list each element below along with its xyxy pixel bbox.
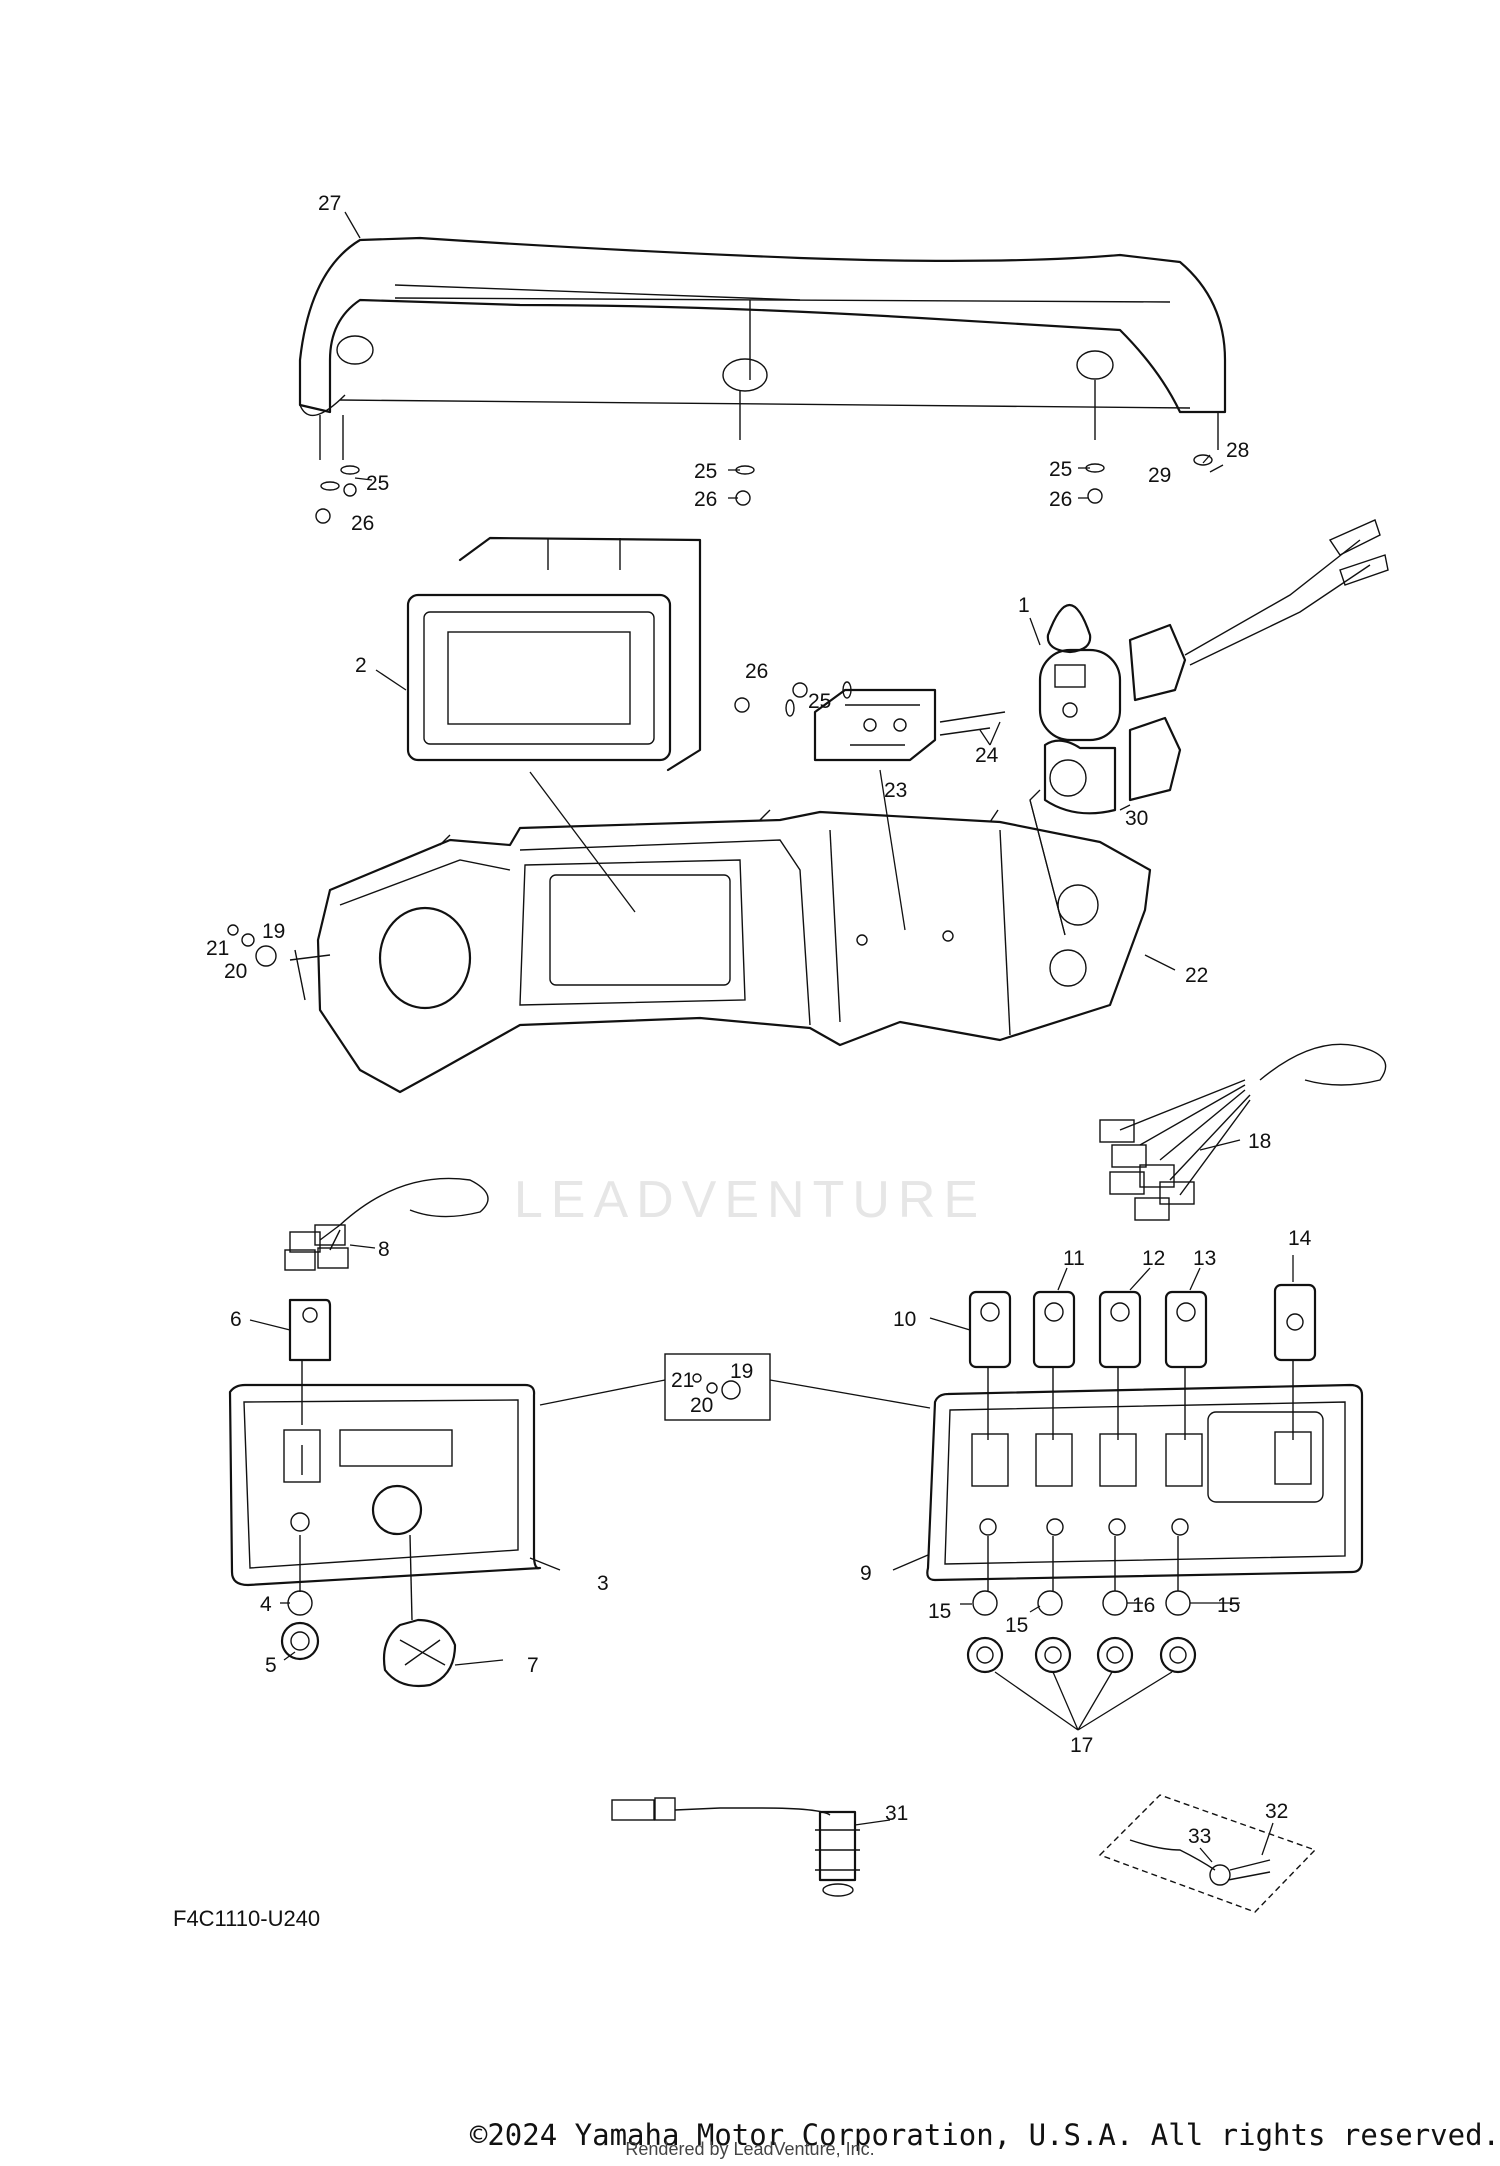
- callout-28: 28: [1226, 439, 1249, 462]
- callout-20: 20: [224, 960, 247, 983]
- callout-29: 29: [1148, 464, 1171, 487]
- part-23-bracket: [734, 681, 1006, 762]
- callout-26: 26: [745, 660, 768, 683]
- watermark-text: LEADVENTURE: [513, 1171, 987, 1229]
- callout-32: 32: [1265, 1800, 1288, 1823]
- part-8-harness: [284, 1177, 489, 1271]
- rendered-by-notice: Rendered by LeadVenture, Inc.: [625, 2139, 875, 2159]
- callout-10: 10: [893, 1308, 916, 1331]
- callout-4: 4: [260, 1593, 272, 1616]
- callout-23: 23: [884, 779, 907, 802]
- callout-26: 26: [351, 512, 374, 535]
- callout-21: 21: [671, 1369, 694, 1392]
- callout-26: 26: [694, 488, 717, 511]
- callout-21: 21: [206, 937, 229, 960]
- callout-19: 19: [730, 1360, 753, 1383]
- callout-26: 26: [1049, 488, 1072, 511]
- part-18-harness: [1099, 1043, 1387, 1221]
- part-19-20-21-hardware-a: [227, 924, 277, 967]
- part-27-handle: [298, 236, 1227, 460]
- callout-1: 1: [1018, 594, 1030, 617]
- part-22-dash-panel: [289, 809, 1152, 1094]
- callout-14: 14: [1288, 1227, 1312, 1250]
- leader-lines: [249, 211, 1294, 1863]
- callout-25: 25: [366, 472, 389, 495]
- part-2-display: [406, 536, 702, 772]
- callout-12: 12: [1142, 1247, 1165, 1270]
- part-25-26-hardware: [315, 454, 1213, 524]
- callout-5: 5: [265, 1654, 277, 1677]
- callout-labels: 27 25 26 25 26 25 26 28 29 2 26 25 23 24…: [206, 192, 1312, 1848]
- callout-24: 24: [975, 744, 999, 767]
- callout-25: 25: [694, 460, 717, 483]
- callout-2: 2: [355, 654, 367, 677]
- callout-25: 25: [1049, 458, 1072, 481]
- callout-11: 11: [1063, 1247, 1085, 1270]
- callout-15: 15: [928, 1600, 951, 1623]
- callout-30: 30: [1125, 807, 1148, 830]
- part-4-5-7-knobs: [280, 1534, 457, 1688]
- callout-19: 19: [262, 920, 285, 943]
- part-30-12v-outlet: [1043, 716, 1182, 815]
- callout-31: 31: [885, 1802, 908, 1825]
- callout-9: 9: [860, 1562, 872, 1585]
- callout-33: 33: [1188, 1825, 1211, 1848]
- callout-16: 16: [1132, 1594, 1155, 1617]
- parts-10-14-switches: [968, 1283, 1317, 1440]
- callout-27: 27: [318, 192, 341, 215]
- callout-7: 7: [527, 1654, 539, 1677]
- part-31-cable: [611, 1797, 860, 1897]
- part-32-33-kit: [1098, 1794, 1317, 1913]
- callout-15: 15: [1217, 1594, 1240, 1617]
- callout-17: 17: [1070, 1734, 1093, 1757]
- part-9-right-panel: [926, 1383, 1364, 1582]
- callout-25: 25: [808, 690, 831, 713]
- part-19-20-21-hardware-b: [539, 1353, 931, 1421]
- callout-8: 8: [378, 1238, 390, 1261]
- parts-15-16-17-knobs: [966, 1536, 1197, 1731]
- part-1-usb-outlet: [1038, 519, 1389, 742]
- diagram-code: F4C1110-U240: [173, 1906, 321, 1931]
- callout-13: 13: [1193, 1247, 1216, 1270]
- callout-18: 18: [1248, 1130, 1271, 1153]
- part-3-left-panel: [228, 1383, 542, 1587]
- callout-3: 3: [597, 1572, 609, 1595]
- part-6-switch: [288, 1298, 332, 1425]
- callout-22: 22: [1185, 964, 1208, 987]
- callout-20: 20: [690, 1394, 713, 1417]
- copyright-notice: ©2024 Yamaha Motor Corporation, U.S.A. A…: [469, 2118, 1500, 2152]
- callout-15: 15: [1005, 1614, 1028, 1637]
- callout-6: 6: [230, 1308, 242, 1331]
